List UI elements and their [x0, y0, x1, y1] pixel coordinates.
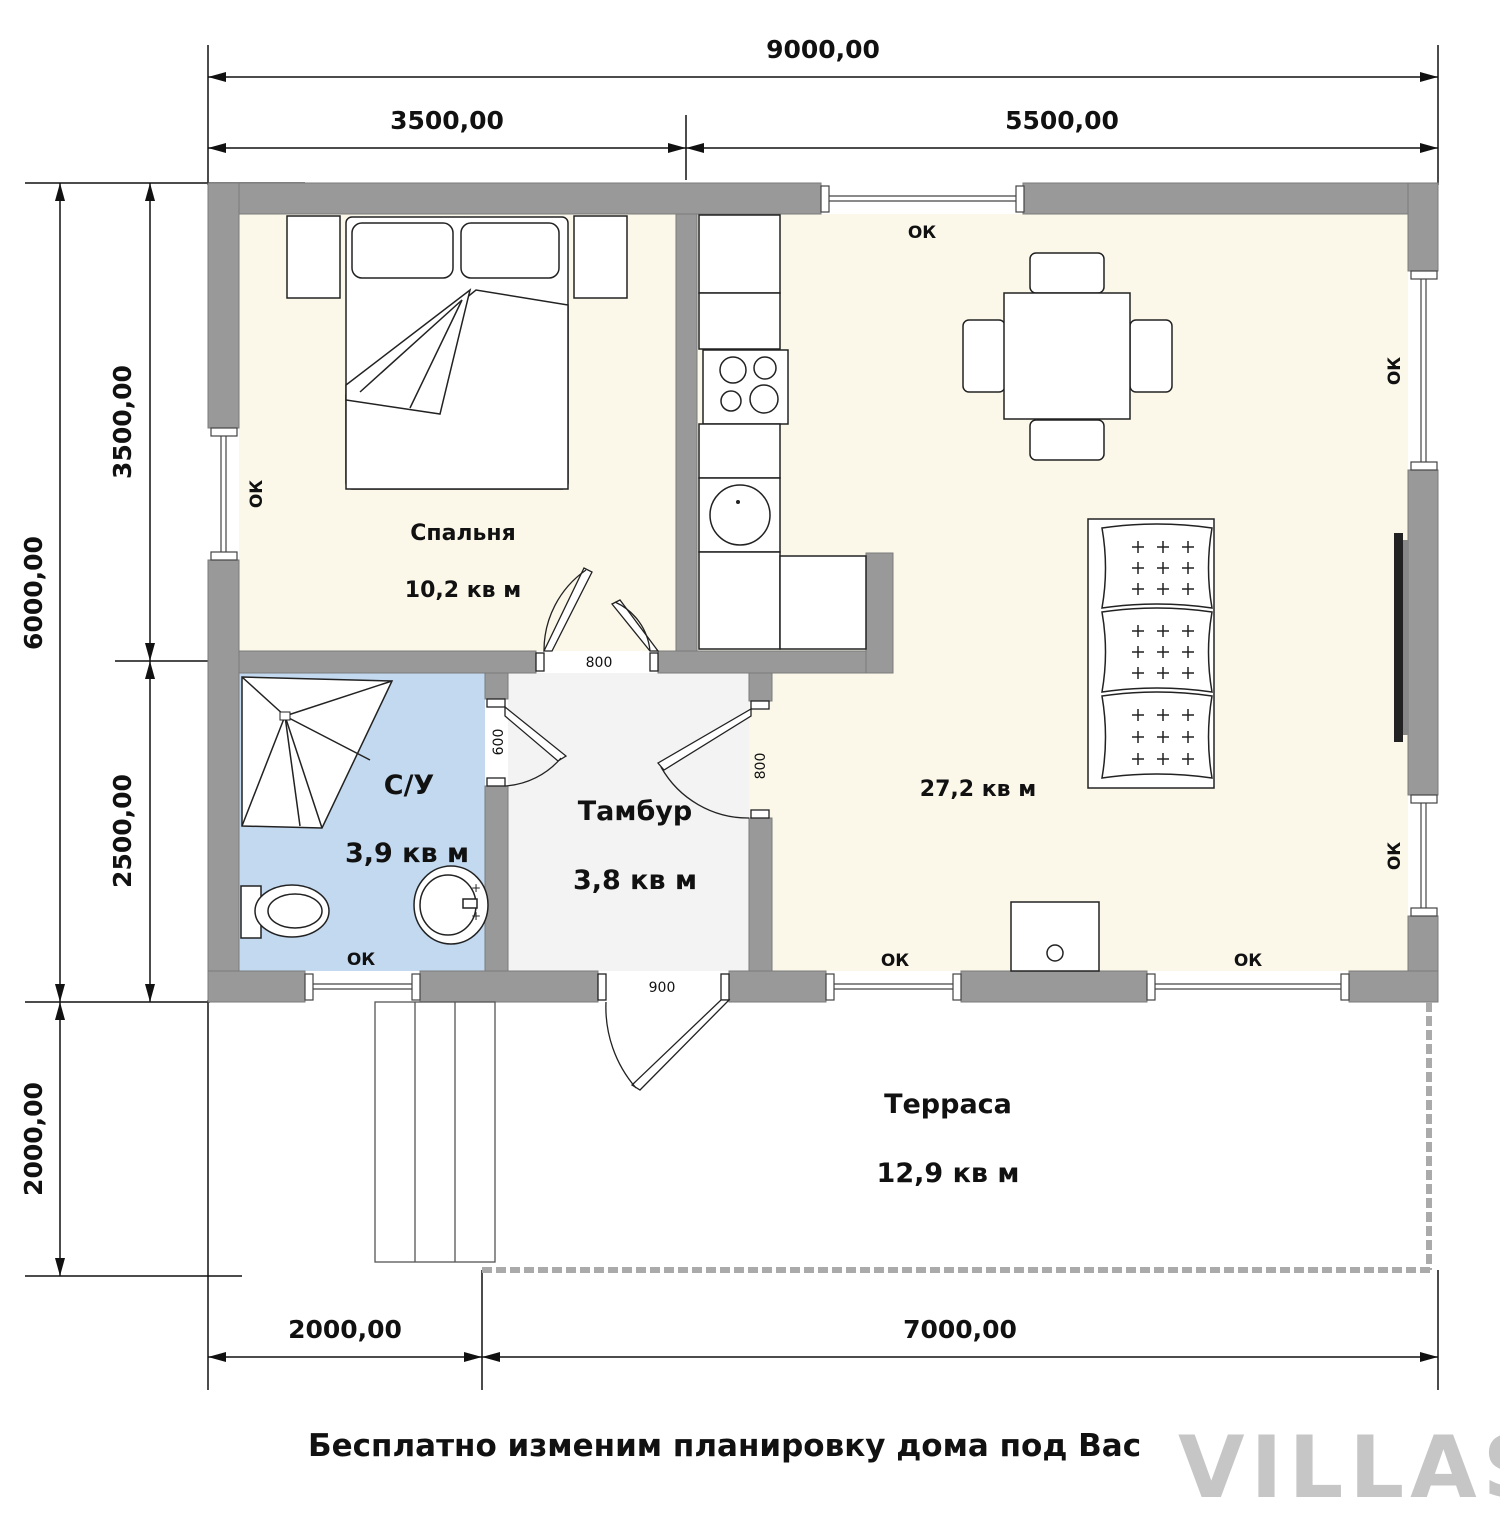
dim-top-right: 5500,00 — [1005, 106, 1119, 135]
window-label-bathroom: ОК — [347, 950, 375, 970]
terrace-name: Терраса — [884, 1089, 1012, 1120]
double-bed — [345, 216, 569, 490]
walls — [207, 182, 1439, 1003]
living-area: 27,2 кв м — [920, 777, 1036, 802]
dim-left-terrace: 2000,00 — [19, 1082, 48, 1196]
nightstand-left — [286, 215, 341, 299]
vestibule-area: 3,8 кв м — [573, 865, 697, 896]
bathroom-name: С/У — [384, 770, 435, 801]
terrace — [482, 1002, 1432, 1273]
window-label-right-upper: ОК — [1385, 357, 1405, 385]
tv-icon — [1394, 533, 1408, 742]
dim-bottom-left: 2000,00 — [288, 1315, 402, 1344]
sink-icon — [709, 484, 771, 546]
terrace-area: 12,9 кв м — [877, 1158, 1020, 1189]
dim-left-upper: 3500,00 — [108, 365, 137, 479]
dim-top-total: 9000,00 — [766, 35, 880, 64]
boiler-icon — [1010, 901, 1100, 972]
sofa-cushion-marks — [1132, 541, 1194, 765]
footer-caption: Бесплатно изменим планировку дома под Ва… — [308, 1428, 1142, 1464]
svg-text:+: + — [471, 909, 481, 923]
dim-left-lower: 2500,00 — [108, 774, 137, 888]
window-label-top: ОК — [908, 223, 936, 243]
dim-bottom-right: 7000,00 — [903, 1315, 1017, 1344]
door-width-living: 800 — [753, 753, 769, 780]
dim-left-total: 6000,00 — [19, 536, 48, 650]
window-label-living-left: ОК — [881, 951, 909, 971]
bedroom-area: 10,2 кв м — [405, 578, 521, 603]
toilet-icon — [240, 884, 330, 939]
vestibule-floor — [508, 673, 749, 971]
sofa — [1087, 518, 1215, 789]
dim-top-left: 3500,00 — [390, 106, 504, 135]
window-label-living-right: ОК — [1234, 951, 1262, 971]
svg-text:+: + — [471, 881, 481, 895]
vestibule-name: Тамбур — [578, 796, 693, 827]
dimension-arrows — [55, 72, 1438, 1362]
nightstand-right — [573, 215, 628, 299]
shower-icon — [241, 676, 394, 829]
doors — [486, 567, 770, 1091]
dimension-lines — [25, 45, 1439, 1390]
door-width-bedroom: 800 — [586, 655, 613, 671]
washbasin-icon: + + — [413, 865, 489, 945]
bathroom-area: 3,9 кв м — [345, 838, 469, 869]
brand-logo: VILLAS — [1178, 1418, 1500, 1518]
window-label-bedroom: ОК — [247, 480, 267, 508]
door-width-entrance: 900 — [649, 980, 676, 996]
entrance-steps — [374, 1001, 496, 1263]
bedroom-name: Спальня — [410, 521, 516, 546]
dining-table — [962, 252, 1173, 461]
door-width-bathroom: 600 — [491, 729, 507, 756]
windows — [210, 185, 1438, 1001]
stove-icon — [719, 356, 779, 414]
window-label-right-lower: ОК — [1385, 842, 1405, 870]
